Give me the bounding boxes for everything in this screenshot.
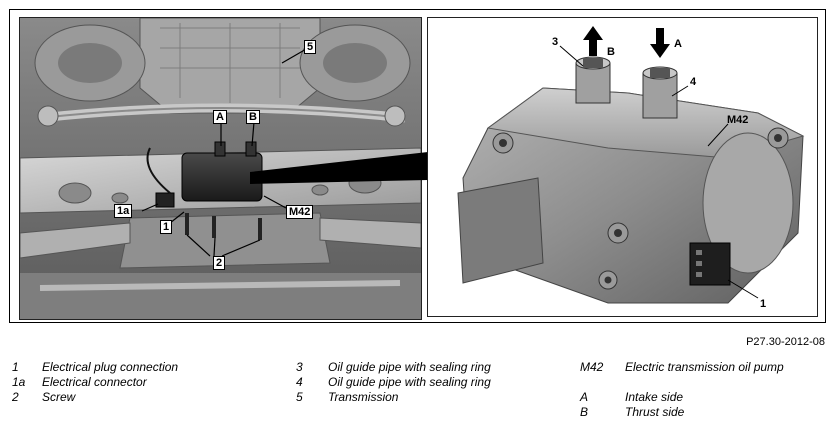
callout-2: 2 [213,256,226,270]
callout-b-left: B [246,110,260,124]
figure-frame: 5 A B 1a 1 M42 2 [9,9,826,323]
callout-1-right: 1 [760,298,767,310]
callout-a-left: A [213,110,227,124]
callout-a-right: A [674,38,682,50]
zoom-wedge [250,152,428,184]
callout-1-left: 1 [160,220,173,234]
figure-reference: P27.30-2012-08 [746,336,825,348]
callout-1a: 1a [114,204,133,218]
callout-3: 3 [552,36,559,48]
callout-b-right: B [607,46,615,58]
callout-m42-right: M42 [727,114,749,126]
callout-4: 4 [690,76,697,88]
callout-m42-left: M42 [286,205,314,219]
oil-pump-illustration [428,18,817,316]
callout-5: 5 [304,40,317,54]
oil-pump-detail-photo: 3 B A 4 M42 1 [427,17,818,317]
